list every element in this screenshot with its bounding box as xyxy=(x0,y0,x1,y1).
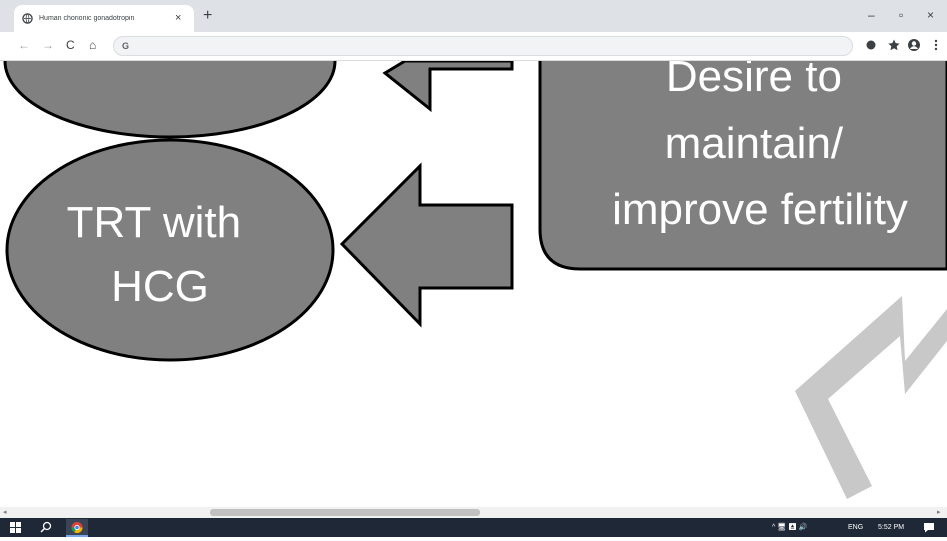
svg-text:TRT with HCG: TRT with HCG xyxy=(67,198,254,311)
slide-canvas: Desire to maintain/ improve fertility TR… xyxy=(3,61,947,499)
windows-icon[interactable] xyxy=(10,522,21,533)
browser-tab[interactable]: Human chorionic gonadotropin × xyxy=(14,5,194,32)
top-arrow xyxy=(382,61,514,113)
home-button[interactable]: ⌂ xyxy=(89,38,97,52)
taskbar: ^ 🖥 ⏏ 🔊 ENG 5:52 PM xyxy=(0,518,947,537)
top-ellipse xyxy=(3,61,337,139)
globe-icon xyxy=(22,13,33,24)
restore-button[interactable]: ▫ xyxy=(899,8,904,22)
new-tab-button[interactable]: + xyxy=(203,7,213,24)
close-window-button[interactable]: × xyxy=(927,8,935,22)
svg-text:Desire to maintain/: Desire to maintain/ improve fertility xyxy=(612,61,908,234)
profile-icon[interactable] xyxy=(907,38,921,52)
action-center-icon[interactable] xyxy=(923,522,935,533)
scroll-right-icon[interactable]: ▸ xyxy=(937,509,941,516)
active-app-indicator xyxy=(66,535,88,537)
address-bar[interactable]: G xyxy=(113,36,853,56)
system-tray-icons[interactable]: ^ 🖥 ⏏ 🔊 xyxy=(772,524,808,531)
box-line-2: maintain/ xyxy=(665,119,844,168)
kebab-icon[interactable] xyxy=(932,38,940,52)
horizontal-scrollbar[interactable]: ◂ ▸ xyxy=(0,507,947,518)
search-icon[interactable] xyxy=(40,521,52,533)
chrome-taskbar-button[interactable] xyxy=(66,519,88,536)
browser-toolbar: ← → C ⌂ G xyxy=(0,32,947,61)
scroll-left-icon[interactable]: ◂ xyxy=(3,509,7,516)
ellipse-line-2: HCG xyxy=(111,262,209,311)
google-icon: G xyxy=(122,41,130,51)
back-button[interactable]: ← xyxy=(18,38,30,52)
star-icon[interactable] xyxy=(887,38,901,52)
scroll-thumb[interactable] xyxy=(210,509,480,516)
circle-icon[interactable] xyxy=(864,38,878,52)
trt-hcg-ellipse xyxy=(5,138,335,362)
clock[interactable]: 5:52 PM xyxy=(878,524,905,531)
minimize-button[interactable]: – xyxy=(868,8,875,22)
ellipse-line-1: TRT with xyxy=(67,198,241,247)
reload-button[interactable]: C xyxy=(66,38,75,52)
arrow-left xyxy=(339,162,514,328)
language-indicator[interactable]: ENG xyxy=(848,524,864,531)
forward-button[interactable]: → xyxy=(42,38,54,52)
watermark-letter xyxy=(795,296,947,499)
tab-title: Human chorionic gonadotropin xyxy=(39,15,135,22)
tab-strip: Human chorionic gonadotropin × + – ▫ × xyxy=(0,0,947,32)
box-line-1: Desire to xyxy=(666,61,842,101)
box-line-3: improve fertility xyxy=(612,185,908,234)
tab-close-icon[interactable]: × xyxy=(175,12,182,24)
chrome-icon xyxy=(71,522,83,534)
fertility-box xyxy=(538,61,947,271)
page-viewport: Desire to maintain/ improve fertility TR… xyxy=(0,61,947,507)
url-input[interactable] xyxy=(135,40,820,52)
